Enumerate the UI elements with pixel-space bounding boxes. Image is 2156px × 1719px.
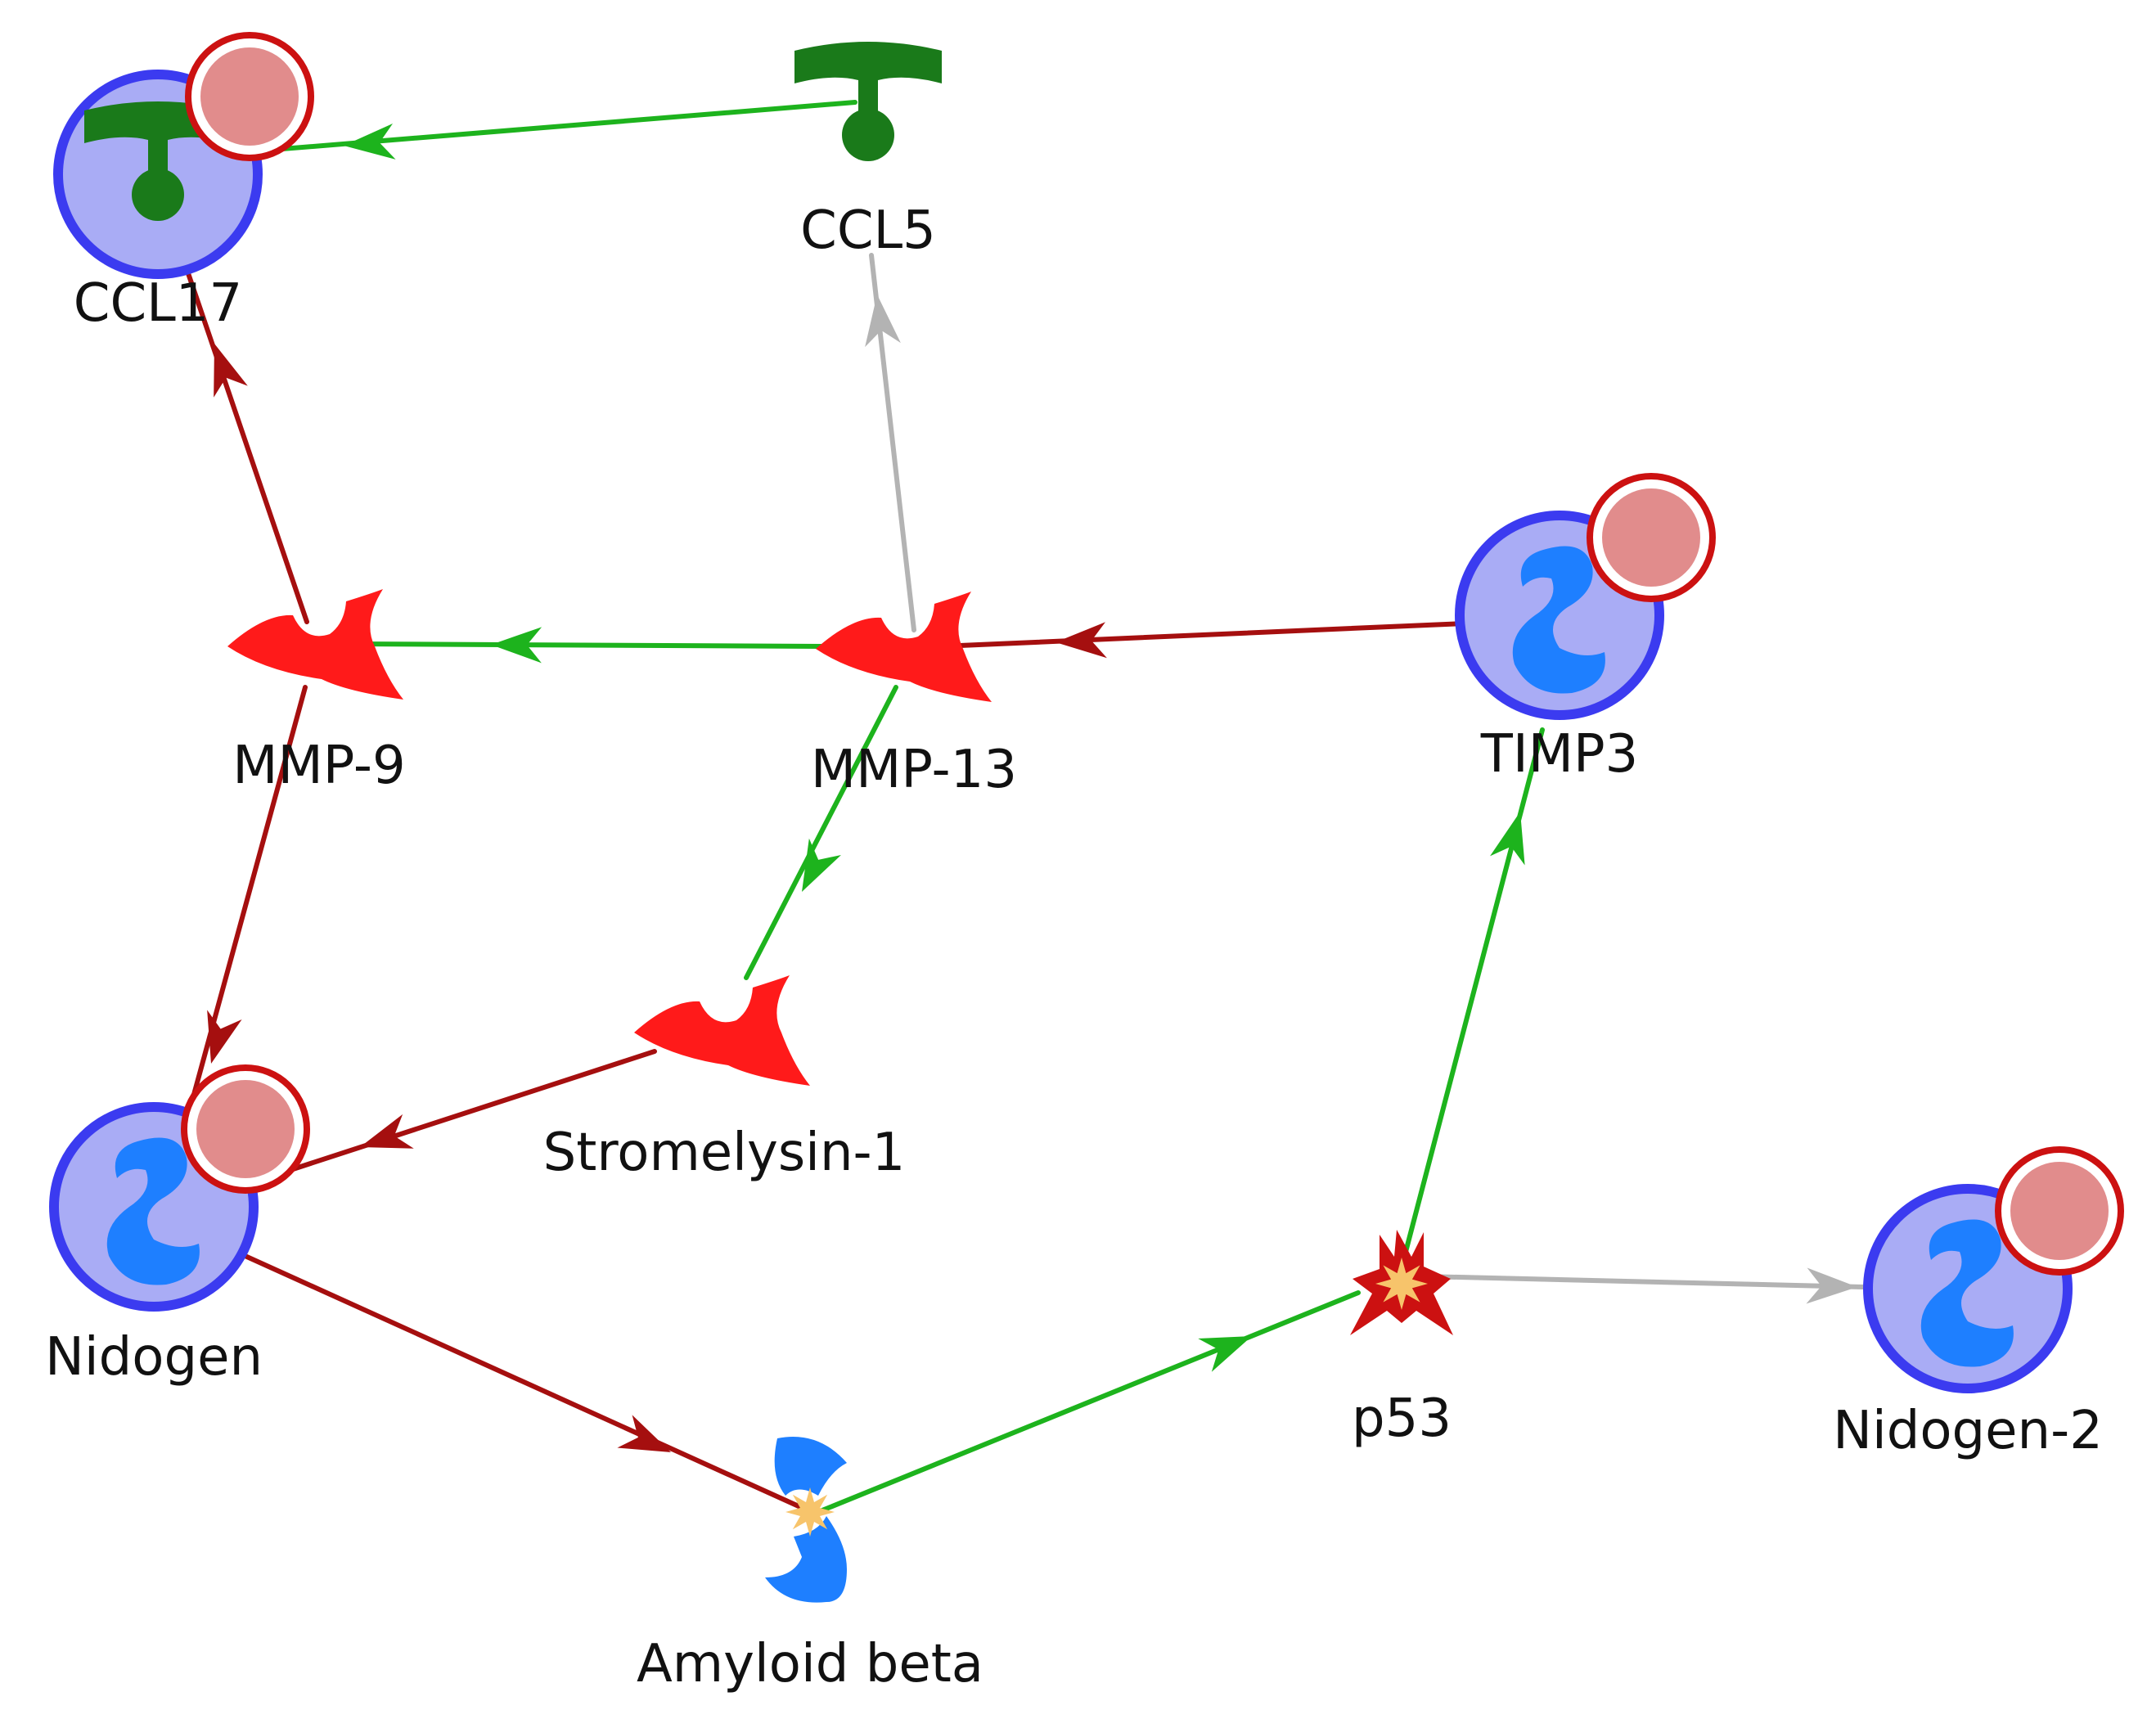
protein-squiggle-icon: [106, 1137, 200, 1285]
marker-dot: [2010, 1162, 2109, 1260]
node-nidogen2[interactable]: [1863, 1146, 2124, 1393]
binding-upper-icon: [774, 1437, 847, 1496]
protease-icon: [816, 592, 992, 702]
node-label-p53: p53: [1352, 1388, 1452, 1449]
edge-line: [173, 235, 309, 624]
edge-mmp13-to-stromelysin1: [744, 685, 898, 980]
node-label-mmp9: MMP-9: [232, 736, 405, 796]
edge-line: [1403, 727, 1545, 1254]
edge-mmp9-to-nidogen: [190, 685, 308, 1103]
protein-squiggle-icon: [1512, 546, 1605, 694]
edge-mmp13-to-ccl5: [865, 253, 916, 632]
node-timp3[interactable]: [1455, 473, 1716, 720]
edge-arrowhead: [802, 838, 841, 892]
edge-arrowhead: [1806, 1267, 1857, 1304]
edge-p53-to-timp3: [1403, 727, 1545, 1254]
ligand-knob: [842, 109, 894, 161]
node-amyloid_beta[interactable]: [765, 1437, 847, 1603]
star-icon: [785, 1487, 835, 1537]
marker-dot: [1602, 488, 1700, 587]
node-ccl17[interactable]: [53, 32, 314, 279]
edge-arrowhead: [1490, 812, 1525, 866]
edge-arrowhead: [1198, 1336, 1252, 1372]
edge-line: [744, 685, 898, 980]
edge-arrowhead: [617, 1415, 671, 1452]
node-label-stromelysin1: Stromelysin-1: [543, 1123, 906, 1183]
node-label-ccl5: CCL5: [800, 200, 936, 261]
node-nidogen[interactable]: [49, 1064, 310, 1312]
edges-layer: [161, 100, 1933, 1516]
node-label-nidogen: Nidogen: [45, 1327, 263, 1388]
node-mmp13[interactable]: [816, 592, 992, 702]
star-icon: [1375, 1258, 1428, 1310]
node-mmp9[interactable]: [227, 589, 403, 700]
ligand-knob: [132, 169, 184, 221]
node-label-amyloid_beta: Amyloid beta: [637, 1634, 983, 1694]
protease-icon: [634, 975, 810, 1086]
edge-arrowhead: [207, 1010, 242, 1064]
node-label-mmp13: MMP-13: [811, 740, 1017, 800]
marker-dot: [196, 1080, 295, 1178]
node-label-nidogen2: Nidogen-2: [1833, 1401, 2103, 1461]
edge-mmp9-to-ccl17: [173, 235, 309, 624]
edge-line: [938, 619, 1504, 649]
edge-arrowhead: [344, 124, 396, 160]
node-stromelysin1[interactable]: [634, 975, 810, 1086]
edge-line: [288, 1049, 657, 1172]
edge-line: [349, 641, 825, 649]
node-p53[interactable]: [1350, 1230, 1453, 1335]
node-label-timp3: TIMP3: [1480, 724, 1639, 785]
edge-timp3-to-mmp13: [938, 619, 1504, 659]
edge-line: [812, 1290, 1361, 1516]
binding-lower-icon: [765, 1516, 847, 1603]
node-label-ccl17: CCL17: [74, 273, 242, 334]
edge-arrowhead: [1055, 622, 1107, 659]
edge-amyloid_beta-to-p53: [812, 1290, 1361, 1516]
edge-p53-to-nidogen2: [1421, 1267, 1933, 1304]
edge-arrowhead: [865, 295, 901, 348]
nodes-layer: [49, 32, 2124, 1603]
edge-nidogen-to-amyloid_beta: [161, 1217, 808, 1512]
marker-dot: [200, 47, 299, 146]
edge-stromelysin1-to-nidogen: [288, 1049, 657, 1172]
edge-line: [161, 1217, 808, 1512]
edge-arrowhead: [360, 1114, 414, 1149]
ligand-tee-icon: [794, 42, 942, 119]
edge-arrowhead: [214, 344, 248, 398]
edge-arrowhead: [491, 627, 542, 664]
node-ccl5[interactable]: [794, 42, 942, 161]
protease-icon: [227, 589, 403, 700]
protein-squiggle-icon: [1920, 1219, 2014, 1367]
edge-mmp13-to-mmp9: [349, 627, 825, 664]
